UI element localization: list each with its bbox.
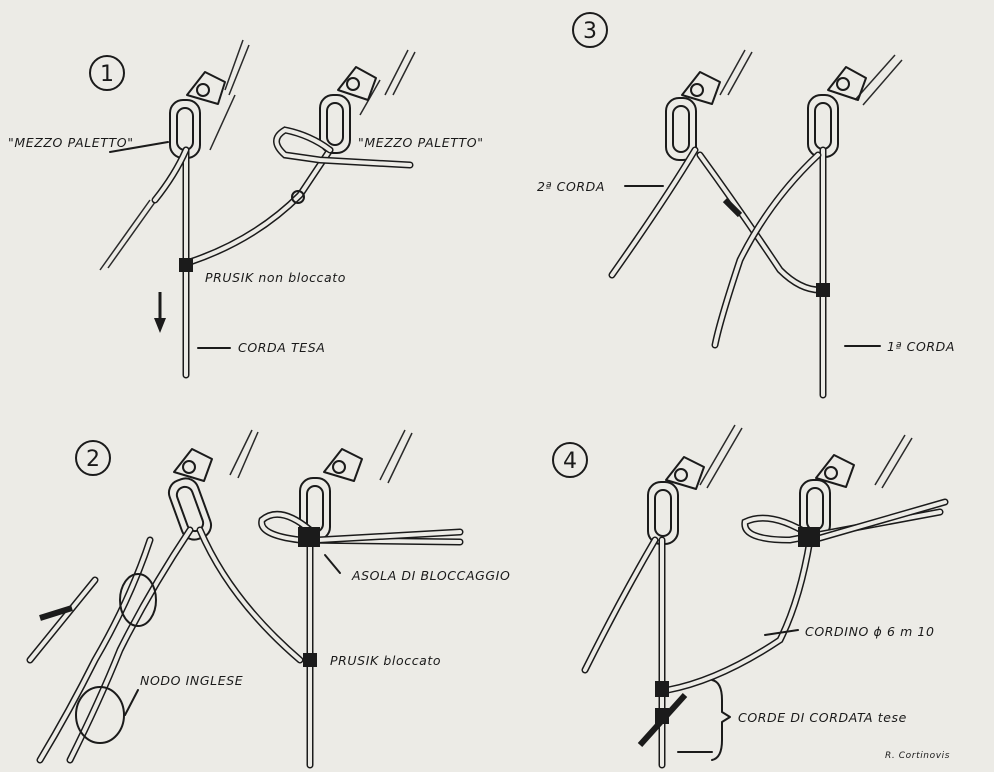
- ropes-panel-2: [30, 530, 317, 765]
- tension-arrow: [154, 292, 166, 333]
- label-1a-corda: 1ª CORDA: [887, 339, 955, 354]
- svg-text:2: 2: [86, 447, 100, 472]
- piton-left-panel-2: [174, 449, 212, 481]
- panel-3: 3: [537, 13, 955, 395]
- piton-right: [338, 67, 376, 100]
- label-cordino: CORDINO ϕ 6 m 10: [805, 624, 935, 639]
- label-prusik-non-bloccato: PRUSIK non bloccato: [205, 270, 346, 285]
- panel-2: 2: [30, 430, 510, 765]
- first-rope-panel-3: [715, 150, 830, 395]
- second-rope-panel-3: [612, 150, 820, 290]
- pointer-nodo-inglese: [125, 690, 138, 715]
- svg-text:3: 3: [583, 19, 597, 44]
- rock-crack-right: [360, 50, 415, 115]
- prusik-knot: [179, 258, 193, 272]
- rock-crack-panel-4: [700, 425, 912, 488]
- piton-left: [187, 72, 225, 104]
- prusik-cord-panel-1: [179, 130, 410, 272]
- brace-corde: [712, 680, 730, 760]
- panel-3-number: 3: [573, 13, 607, 47]
- panel-1: 1: [8, 40, 484, 375]
- rock-crack-panel-2: [230, 430, 412, 483]
- panel-2-number: 2: [76, 441, 110, 475]
- piton-right-panel-3: [828, 67, 866, 100]
- artist-signature: R. Cortinovis: [885, 751, 950, 761]
- label-mezzo-paletto-right: "MEZZO PALETTO": [358, 135, 484, 150]
- label-asola-di-bloccaggio: ASOLA DI BLOCCAGGIO: [351, 568, 510, 583]
- label-nodo-inglese: NODO INGLESE: [140, 673, 243, 688]
- svg-text:4: 4: [563, 449, 577, 474]
- rock-crack-panel-3: [720, 50, 902, 105]
- piton-right-panel-2: [324, 449, 362, 481]
- svg-text:1: 1: [100, 62, 114, 87]
- panel-1-number: 1: [90, 56, 124, 90]
- locking-loop-panel-2: [262, 514, 460, 547]
- label-mezzo-paletto-left: "MEZZO PALETTO": [8, 135, 134, 150]
- piton-right-panel-4: [816, 455, 854, 487]
- label-prusik-bloccato: PRUSIK bloccato: [330, 653, 441, 668]
- panel-4-number: 4: [553, 443, 587, 477]
- label-2a-corda: 2ª CORDA: [537, 179, 605, 194]
- label-corda-tesa: CORDA TESA: [238, 340, 325, 355]
- label-corde-di-cordata: CORDE DI CORDATA tese: [738, 710, 907, 725]
- carabiner-left-panel-4: [648, 482, 678, 544]
- panel-4: 4: [553, 425, 950, 765]
- pointer-asola: [325, 555, 340, 573]
